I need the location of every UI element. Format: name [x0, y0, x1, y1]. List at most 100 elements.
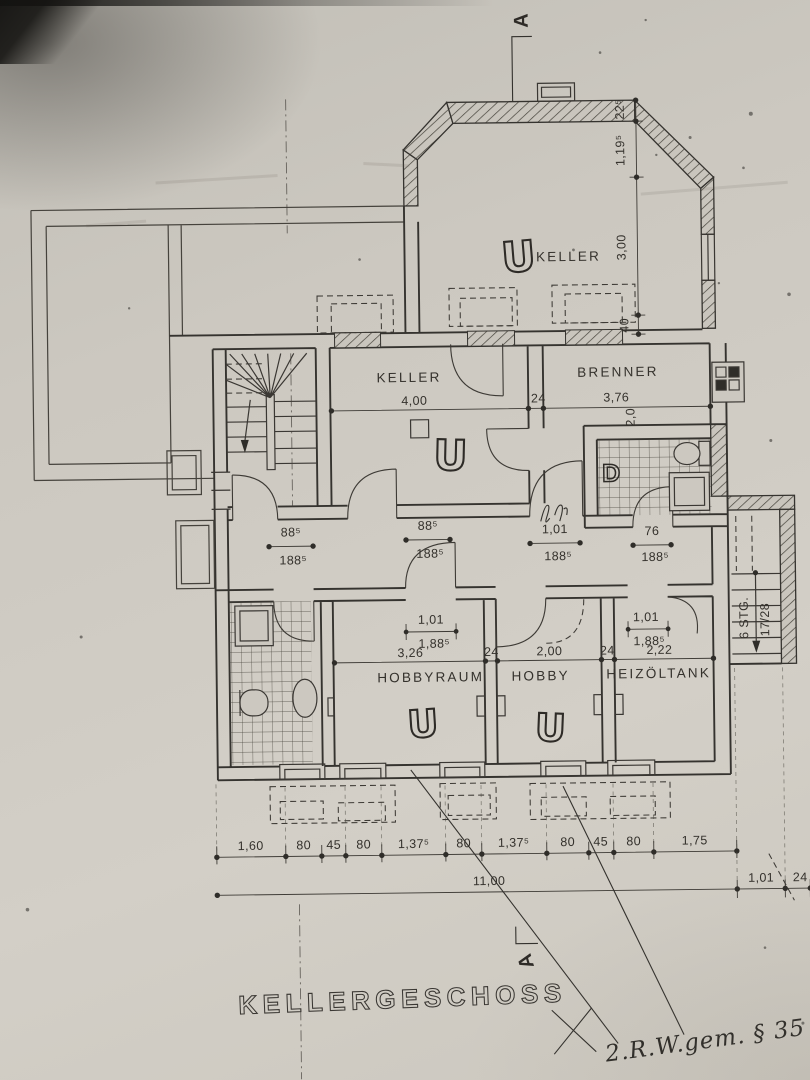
dim-door-height: 188⁵ — [279, 553, 307, 567]
window-west-wall — [211, 471, 231, 510]
dim-bottom-0: 1,60 — [238, 839, 264, 853]
light-wells — [269, 283, 795, 901]
dim-bottom-7: 80 — [560, 835, 575, 849]
u-mark-bay: U — [500, 231, 538, 283]
tub-icon — [668, 471, 711, 512]
axis-lines — [285, 99, 303, 1080]
dim-door-76: 76 — [644, 524, 659, 538]
door-arc — [486, 427, 530, 472]
leader-line — [410, 769, 619, 1044]
dim-keller-width: 4,00 — [401, 394, 427, 408]
plan: A A 22⁵ 1,19⁵ 3,00 40 2,0 U KELLER KELLE… — [25, 13, 810, 1080]
witness-lines — [215, 667, 786, 881]
dim-hobby-width: 2,00 — [536, 644, 562, 658]
section-marker-top: A — [511, 13, 533, 28]
dim-door-101: 1,01 — [542, 522, 568, 536]
window-band — [564, 328, 624, 346]
windows — [211, 233, 716, 781]
west-wells — [166, 449, 216, 590]
dim-right-2: 24 — [793, 870, 808, 884]
toilet-icon — [239, 689, 269, 717]
exterior-stairs — [731, 570, 782, 655]
wall-notches — [327, 693, 624, 717]
dim-bottom-9: 80 — [626, 834, 641, 848]
dimension-lines — [214, 97, 810, 1080]
door-arc — [495, 598, 547, 648]
stair-arrow — [244, 399, 251, 443]
dim-bay-depth: 3,00 — [614, 234, 628, 260]
handwritten-note: 2.R.W.gem. § 35 — [603, 1015, 807, 1068]
section-line-top — [511, 35, 532, 102]
window-bottom — [279, 759, 656, 781]
door-arc — [667, 596, 699, 634]
door-arc — [529, 460, 584, 517]
dim-door-width: 88⁵ — [418, 519, 438, 533]
annex-walls — [30, 205, 405, 482]
dim-brenner-width: 3,76 — [603, 390, 629, 404]
dim-heizoeltank-width: 2,22 — [646, 643, 672, 657]
dim-bottom-3: 80 — [356, 837, 371, 851]
dim-bottom-6: 1,37⁵ — [498, 836, 530, 850]
dim-wall-top: 22⁵ — [613, 99, 627, 119]
u-mark-hobbyraum: U — [406, 701, 440, 747]
shower-tray-icon — [234, 605, 274, 647]
dim-wall-24: 24 — [531, 391, 546, 405]
u-mark-hobby: U — [534, 705, 567, 750]
toilet-icon — [673, 440, 711, 467]
dimension-dots — [214, 97, 810, 899]
dim-room-door-width: 1,01 — [418, 613, 444, 627]
dim-bottom-1: 80 — [296, 838, 311, 852]
room-label-keller: KELLER — [376, 370, 441, 386]
dim-door-height: 188⁵ — [544, 549, 572, 563]
annotations — [410, 35, 685, 1055]
winder-stairs — [225, 352, 318, 507]
stair-arrow — [754, 570, 757, 644]
handwritten-scribble — [540, 504, 568, 523]
door-arc-dashed — [546, 597, 585, 644]
dim-hobbyraum-width: 3,26 — [397, 646, 423, 660]
labels: A A 22⁵ 1,19⁵ 3,00 40 2,0 U KELLER KELLE… — [237, 13, 808, 1068]
shower-mark: D — [602, 459, 620, 487]
drawing-title: KELLERGESCHOSS — [238, 977, 567, 1020]
door-arc — [405, 541, 457, 589]
interior-walls — [169, 205, 782, 782]
paper-noise — [25, 18, 805, 1025]
dim-room-door-height: 1,88⁵ — [418, 636, 450, 650]
dim-room-door-width: 1,01 — [633, 610, 659, 624]
dim-door-height: 188⁵ — [641, 550, 669, 564]
window-band — [333, 331, 382, 349]
dim-bottom-4: 1,37⁵ — [398, 837, 430, 851]
flue-block — [711, 361, 745, 403]
exterior-walls — [402, 98, 798, 665]
dim-bottom-8: 45 — [593, 835, 608, 849]
room-label-brenner: BRENNER — [577, 364, 659, 380]
room-label-hobby: HOBBY — [511, 668, 569, 684]
dim-door-height: 188⁵ — [416, 547, 444, 561]
walk-line — [290, 353, 294, 507]
room-label-heizoeltank: HEIZÖLTANK — [606, 665, 711, 681]
fixtures — [228, 361, 745, 766]
dim-bottom-5: 80 — [456, 836, 471, 850]
dim-total: 11,00 — [473, 874, 506, 888]
dim-bottom-10: 1,75 — [682, 833, 708, 847]
washbasin-icon — [292, 678, 318, 718]
stair-riserun-label: 17/28 — [758, 603, 772, 636]
section-marker-bottom: A — [514, 951, 539, 971]
dim-bay-offset: 1,19⁵ — [613, 134, 627, 166]
dim-bottom-2: 45 — [326, 838, 341, 852]
dim-wall-24: 24 — [484, 645, 499, 659]
keller-duct — [409, 419, 430, 439]
door-arc — [450, 343, 504, 397]
section-line-bottom — [515, 926, 538, 945]
window-band — [466, 330, 516, 347]
u-mark-keller: U — [433, 431, 468, 481]
x-mark — [551, 1007, 597, 1055]
dim-wall-24: 24 — [600, 643, 615, 657]
dim-ledge: 40 — [617, 318, 631, 333]
door-arc — [231, 474, 279, 521]
chimney — [536, 82, 576, 102]
room-label-hobbyraum: HOBBYRAUM — [377, 669, 484, 685]
dim-door-width: 88⁵ — [281, 525, 301, 539]
